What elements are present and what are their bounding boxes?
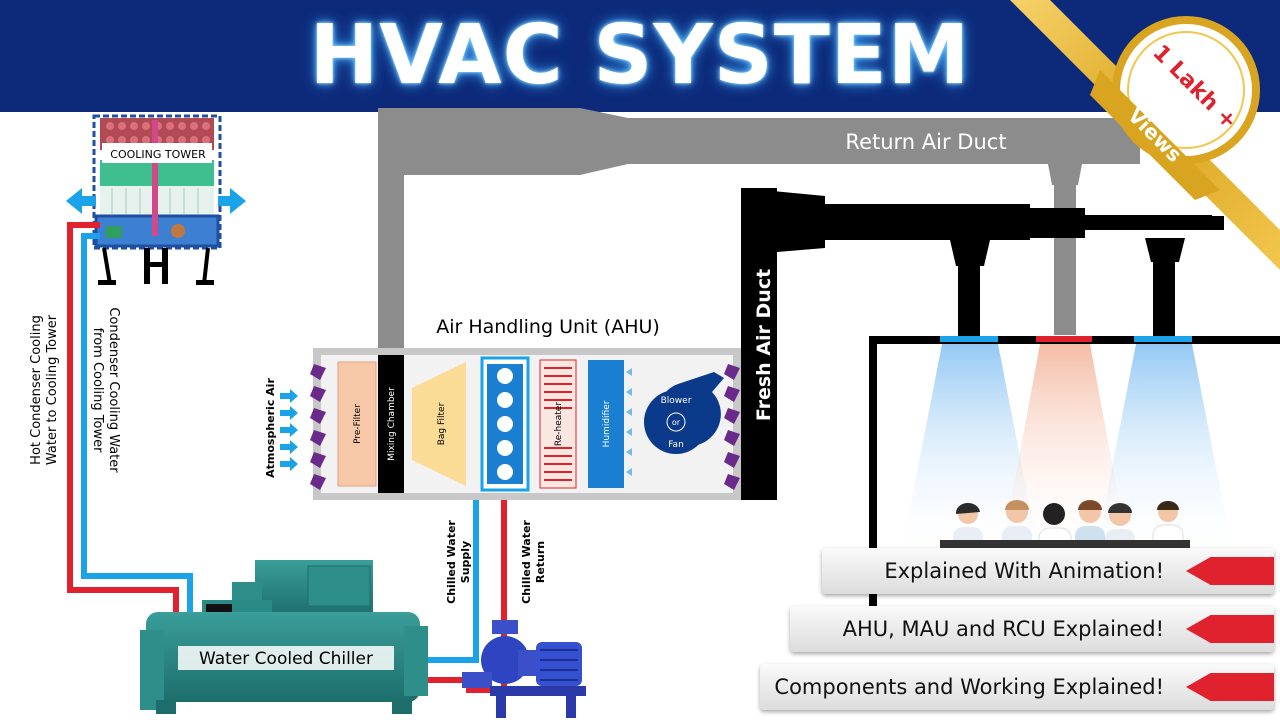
chiller-label: Water Cooled Chiller xyxy=(199,649,373,669)
banner-components: Components and Working Explained! xyxy=(760,664,1274,710)
condenser-water-pipes xyxy=(67,222,193,640)
bag-filter-label: Bag Filter xyxy=(437,402,447,445)
water-cooled-chiller xyxy=(140,560,428,714)
humidifier-label: Humidifier xyxy=(602,400,612,447)
fresh-duct-label: Fresh Air Duct xyxy=(753,269,775,421)
fan-label: Fan xyxy=(668,440,684,450)
cooling-tower xyxy=(66,114,246,285)
banner-components-label: Components and Working Explained! xyxy=(774,675,1164,699)
fresh-air-duct xyxy=(741,188,1224,500)
hot-condenser-label-2: Water to Cooling Tower xyxy=(45,314,60,465)
mixing-chamber-label: Mixing Chamber xyxy=(387,387,397,461)
chw-return-label-1: Chilled Water xyxy=(520,520,533,604)
pre-filter-label: Pre-Filter xyxy=(353,404,363,444)
views-badge xyxy=(1010,0,1280,270)
chw-supply-label-2: Supply xyxy=(459,541,472,583)
banner-animation: Explained With Animation! xyxy=(822,548,1274,594)
page-title: HVAC SYSTEM xyxy=(309,8,971,103)
blower-or-label: or xyxy=(672,418,681,427)
return-duct-label: Return Air Duct xyxy=(845,130,1006,154)
banner-ahu-mau-rcu: AHU, MAU and RCU Explained! xyxy=(790,606,1274,652)
chw-return-label-2: Return xyxy=(534,541,547,583)
banner-animation-label: Explained With Animation! xyxy=(884,559,1164,583)
banner-arrow-icon xyxy=(1186,557,1274,585)
reheater-label: Re-heater xyxy=(554,402,564,446)
banner-arrow-icon xyxy=(1186,673,1274,701)
chilled-water-pump xyxy=(462,620,586,718)
cooling-tower-label: COOLING TOWER xyxy=(110,148,206,161)
condenser-water-label-1: Condenser Cooling Water xyxy=(106,307,121,473)
chw-supply-label-1: Chilled Water xyxy=(445,520,458,604)
blower-label: Blower xyxy=(661,396,692,406)
banner-ahu-mau-rcu-label: AHU, MAU and RCU Explained! xyxy=(842,617,1164,641)
banner-arrow-icon xyxy=(1186,615,1274,643)
hot-condenser-label-1: Hot Condenser Cooling xyxy=(29,315,44,465)
ahu-title: Air Handling Unit (AHU) xyxy=(436,316,660,338)
condenser-water-label-2: from Cooling Tower xyxy=(90,328,105,454)
atmospheric-air-label: Atmospheric Air xyxy=(264,378,277,478)
air-handling-unit xyxy=(280,348,741,500)
